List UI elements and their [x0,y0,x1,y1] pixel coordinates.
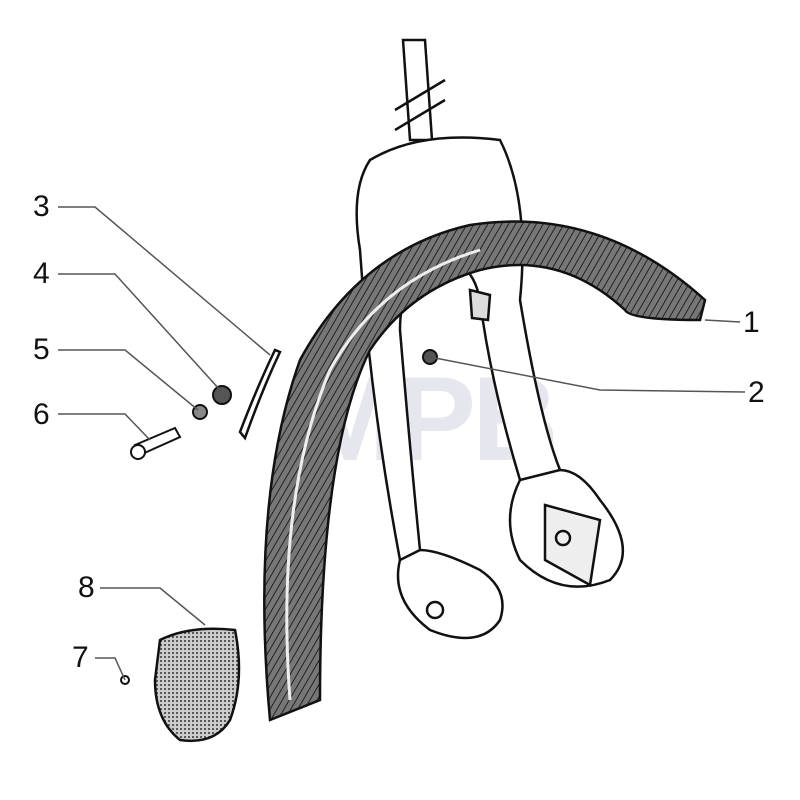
fork [355,38,625,640]
mudguard [263,220,707,722]
callout-1: 1 [743,306,760,339]
callout-3: 3 [33,190,50,223]
callout-7: 7 [72,641,89,674]
callout-6: 6 [33,398,50,431]
callout-5: 5 [33,333,50,366]
leader-lines [58,206,746,681]
small-parts [120,348,438,743]
callout-4: 4 [33,257,50,290]
callout-2: 2 [748,376,765,409]
callout-8: 8 [78,571,95,604]
